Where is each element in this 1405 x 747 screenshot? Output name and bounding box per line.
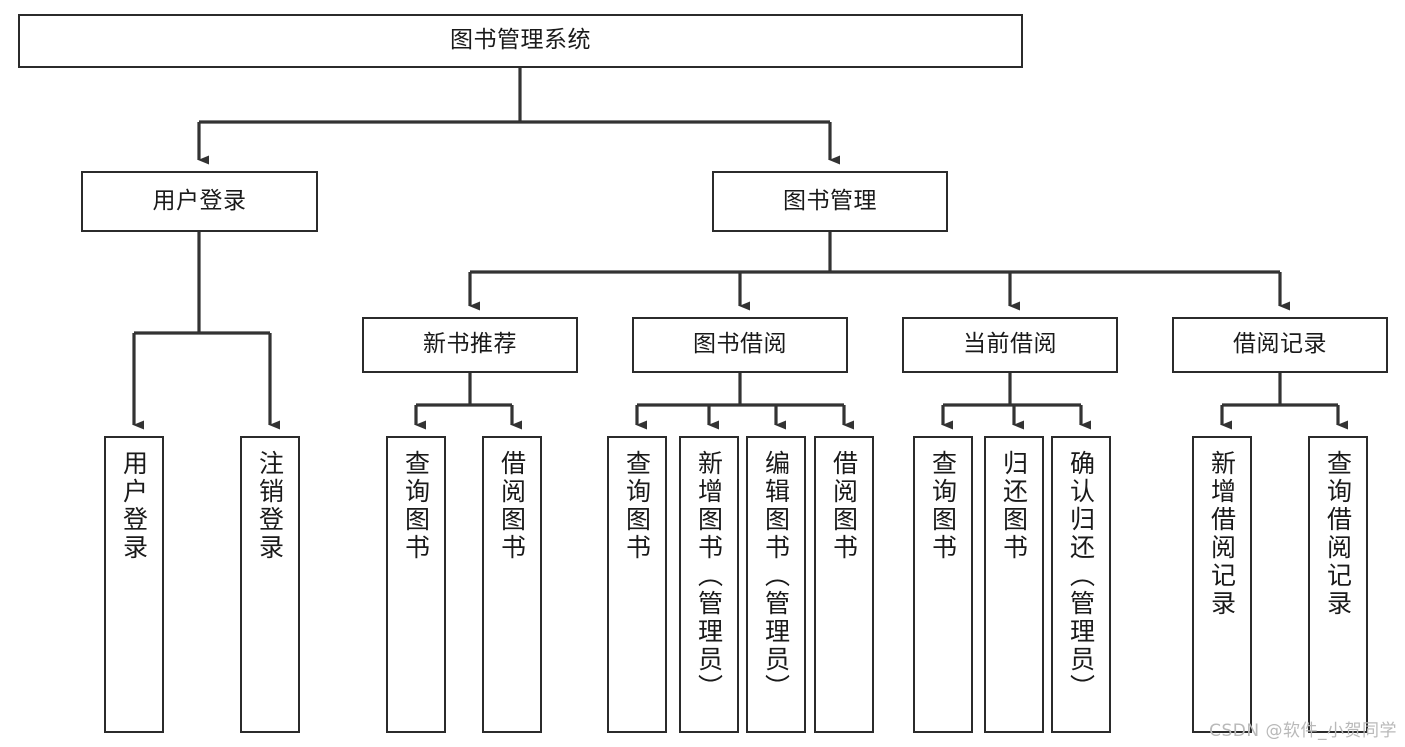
node-leaf-rec-query[interactable]: 查询图书 xyxy=(386,436,446,733)
node-current-borrow-label: 当前借阅 xyxy=(963,331,1057,358)
node-new-book-rec[interactable]: 新书推荐 xyxy=(362,317,578,373)
node-book-borrow-label: 图书借阅 xyxy=(693,331,787,358)
node-leaf-borrow-edit[interactable]: 编辑图书（管理员） xyxy=(746,436,806,733)
node-leaf-rec-search-label: 查询借阅记录 xyxy=(1323,450,1353,618)
node-borrow-record[interactable]: 借阅记录 xyxy=(1172,317,1388,373)
node-leaf-user-login[interactable]: 用户登录 xyxy=(104,436,164,733)
node-root-label: 图书管理系统 xyxy=(450,27,591,54)
node-borrow-record-label: 借阅记录 xyxy=(1233,331,1327,358)
node-leaf-rec-add[interactable]: 新增借阅记录 xyxy=(1192,436,1252,733)
node-leaf-borrow-lend[interactable]: 借阅图书 xyxy=(814,436,874,733)
node-leaf-cur-query[interactable]: 查询图书 xyxy=(913,436,973,733)
node-leaf-borrow-lend-label: 借阅图书 xyxy=(829,450,859,562)
node-user-login-label: 用户登录 xyxy=(152,187,247,214)
node-leaf-cur-confirm-label: 确认归还（管理员） xyxy=(1066,450,1096,702)
node-leaf-rec-borrow-label: 借阅图书 xyxy=(497,450,527,562)
node-leaf-cur-return[interactable]: 归还图书 xyxy=(984,436,1044,733)
node-leaf-borrow-add[interactable]: 新增图书（管理员） xyxy=(679,436,739,733)
node-leaf-user-logout[interactable]: 注销登录 xyxy=(240,436,300,733)
node-leaf-rec-borrow[interactable]: 借阅图书 xyxy=(482,436,542,733)
node-leaf-user-logout-label: 注销登录 xyxy=(255,450,285,562)
node-leaf-cur-query-label: 查询图书 xyxy=(928,450,958,562)
node-leaf-rec-query-label: 查询图书 xyxy=(401,450,431,562)
node-leaf-borrow-edit-label: 编辑图书（管理员） xyxy=(761,450,791,702)
node-leaf-user-login-label: 用户登录 xyxy=(119,450,149,562)
node-leaf-cur-confirm[interactable]: 确认归还（管理员） xyxy=(1051,436,1111,733)
node-current-borrow[interactable]: 当前借阅 xyxy=(902,317,1118,373)
node-book-borrow[interactable]: 图书借阅 xyxy=(632,317,848,373)
node-leaf-borrow-query[interactable]: 查询图书 xyxy=(607,436,667,733)
node-book-manage[interactable]: 图书管理 xyxy=(712,171,948,232)
node-leaf-rec-add-label: 新增借阅记录 xyxy=(1207,450,1237,618)
node-leaf-cur-return-label: 归还图书 xyxy=(999,450,1029,562)
node-user-login[interactable]: 用户登录 xyxy=(81,171,318,232)
node-new-book-rec-label: 新书推荐 xyxy=(423,331,517,358)
node-book-manage-label: 图书管理 xyxy=(783,187,877,214)
node-leaf-rec-search[interactable]: 查询借阅记录 xyxy=(1308,436,1368,733)
node-root[interactable]: 图书管理系统 xyxy=(18,14,1023,68)
node-leaf-borrow-query-label: 查询图书 xyxy=(622,450,652,562)
node-leaf-borrow-add-label: 新增图书（管理员） xyxy=(694,450,724,702)
